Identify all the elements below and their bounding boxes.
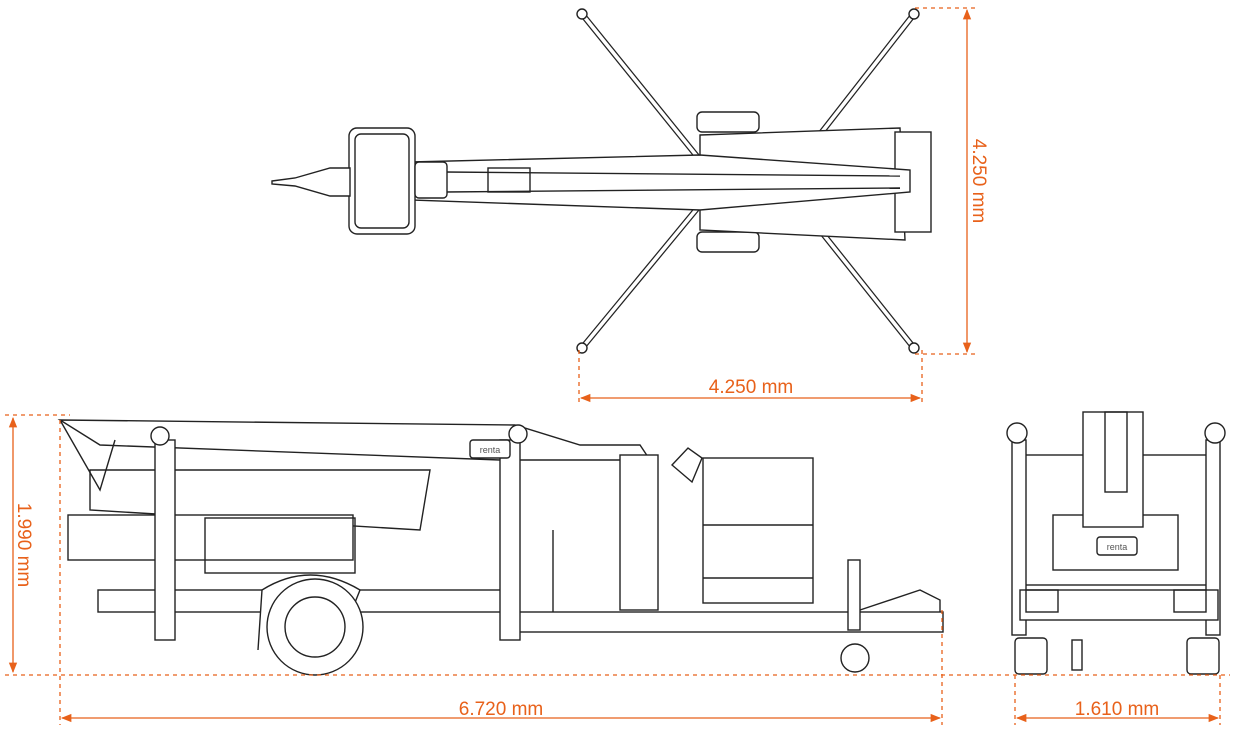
top-view-width-label: 4.250 mm: [709, 377, 793, 398]
front-view: renta: [1006, 411, 1226, 675]
side-view-height-label: 1.990 mm: [13, 503, 34, 587]
top-view: [271, 8, 932, 354]
front-view-width-label: 1.610 mm: [1075, 699, 1159, 720]
front-logo: renta: [1107, 542, 1128, 552]
side-view-length-label: 6.720 mm: [459, 699, 543, 720]
side-logo: renta: [480, 445, 501, 455]
top-view-height-label: 4.250 mm: [968, 139, 989, 223]
outrigger-legs: [576, 8, 920, 354]
side-view: renta: [57, 419, 944, 676]
dimension-lines: [5, 7, 1230, 725]
